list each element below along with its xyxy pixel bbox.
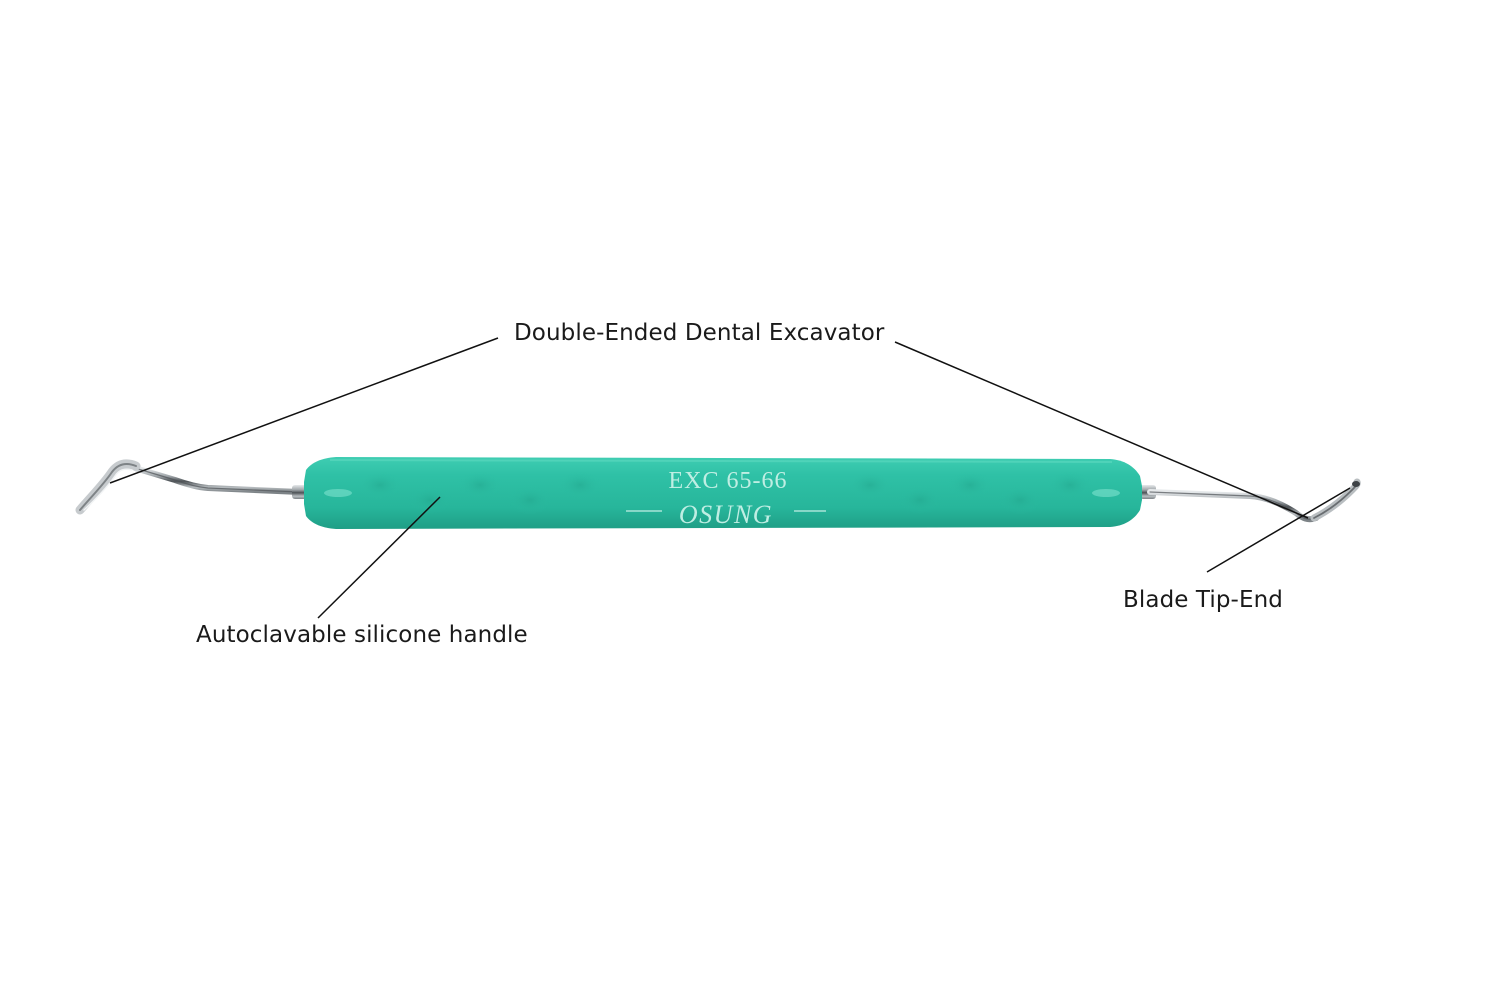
leader-title-right — [894, 341, 1309, 519]
callout-tip-label: Blade Tip-End — [1123, 587, 1283, 613]
silicone-handle: EXC 65-66 OSUNG — [304, 457, 1142, 529]
leader-handle — [317, 496, 441, 619]
leader-title-left — [109, 337, 499, 484]
handle-engraving-model: EXC 65-66 — [669, 468, 788, 494]
left-blade-end — [75, 459, 308, 515]
leader-lines — [109, 337, 1351, 619]
right-blade-end — [1140, 478, 1361, 523]
handle-engraving-brand: OSUNG — [679, 500, 773, 529]
leader-tip — [1206, 487, 1351, 573]
callout-handle-label: Autoclavable silicone handle — [196, 622, 528, 648]
callout-title-label: Double-Ended Dental Excavator — [514, 320, 885, 346]
